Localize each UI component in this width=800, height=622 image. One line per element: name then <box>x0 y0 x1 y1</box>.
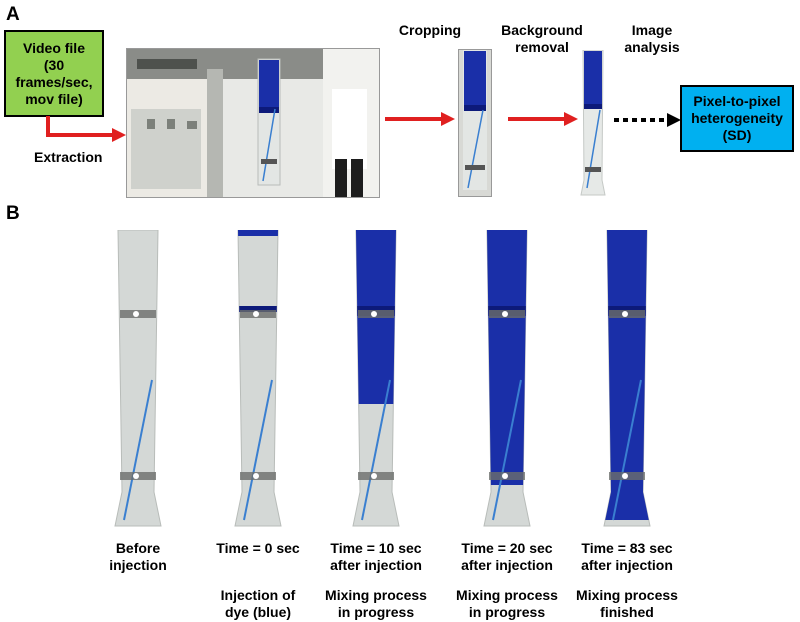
step-label-image-analysis: Image analysis <box>624 22 680 55</box>
step-label-cropping: Cropping <box>398 22 462 38</box>
tube-time-label-2: Time = 0 sec <box>216 540 300 556</box>
cropped-tube-image <box>458 49 492 197</box>
arrow-to-background-removal <box>508 112 578 126</box>
video-file-label: Video file (30 frames/sec, mov file) <box>15 39 93 107</box>
result-label: Pixel-to-pixel heterogeneity (SD) <box>691 93 783 143</box>
dye-fill <box>484 230 530 485</box>
pixel-heterogeneity-box: Pixel-to-pixel heterogeneity (SD) <box>680 85 794 152</box>
tube-image-2 <box>234 230 282 528</box>
video-file-box: Video file (30 frames/sec, mov file) <box>4 30 104 117</box>
tube-image-3 <box>352 230 400 528</box>
dye-fill <box>604 230 650 520</box>
arrow-to-result <box>614 113 681 127</box>
tube-time-label-3: Time = 10 sec after injection <box>330 540 422 573</box>
background-removed-tube-image <box>580 50 606 196</box>
extraction-arrow <box>46 116 126 142</box>
tube-time-label-1: Before injection <box>109 540 167 573</box>
dye-fill <box>235 230 281 236</box>
panel-a-label: A <box>6 4 20 25</box>
tube-image-4 <box>483 230 531 528</box>
step-label-background-removal: Background removal <box>501 22 583 55</box>
tube-time-label-4: Time = 20 sec after injection <box>461 540 553 573</box>
tube-description-label-3: Mixing process in progress <box>325 587 427 620</box>
panel-b-label: B <box>6 203 20 224</box>
tube-image-1 <box>114 230 162 528</box>
tube-description-label-2: Injection of dye (blue) <box>220 587 296 620</box>
extraction-label: Extraction <box>34 149 103 165</box>
arrow-to-cropping <box>385 112 455 126</box>
tube-time-label-5: Time = 83 sec after injection <box>581 540 673 573</box>
lab-video-frame <box>126 48 380 198</box>
tube-description-label-4: Mixing process in progress <box>456 587 558 620</box>
tube-image-5 <box>603 230 651 528</box>
tube-description-label-5: Mixing process finished <box>576 587 678 620</box>
